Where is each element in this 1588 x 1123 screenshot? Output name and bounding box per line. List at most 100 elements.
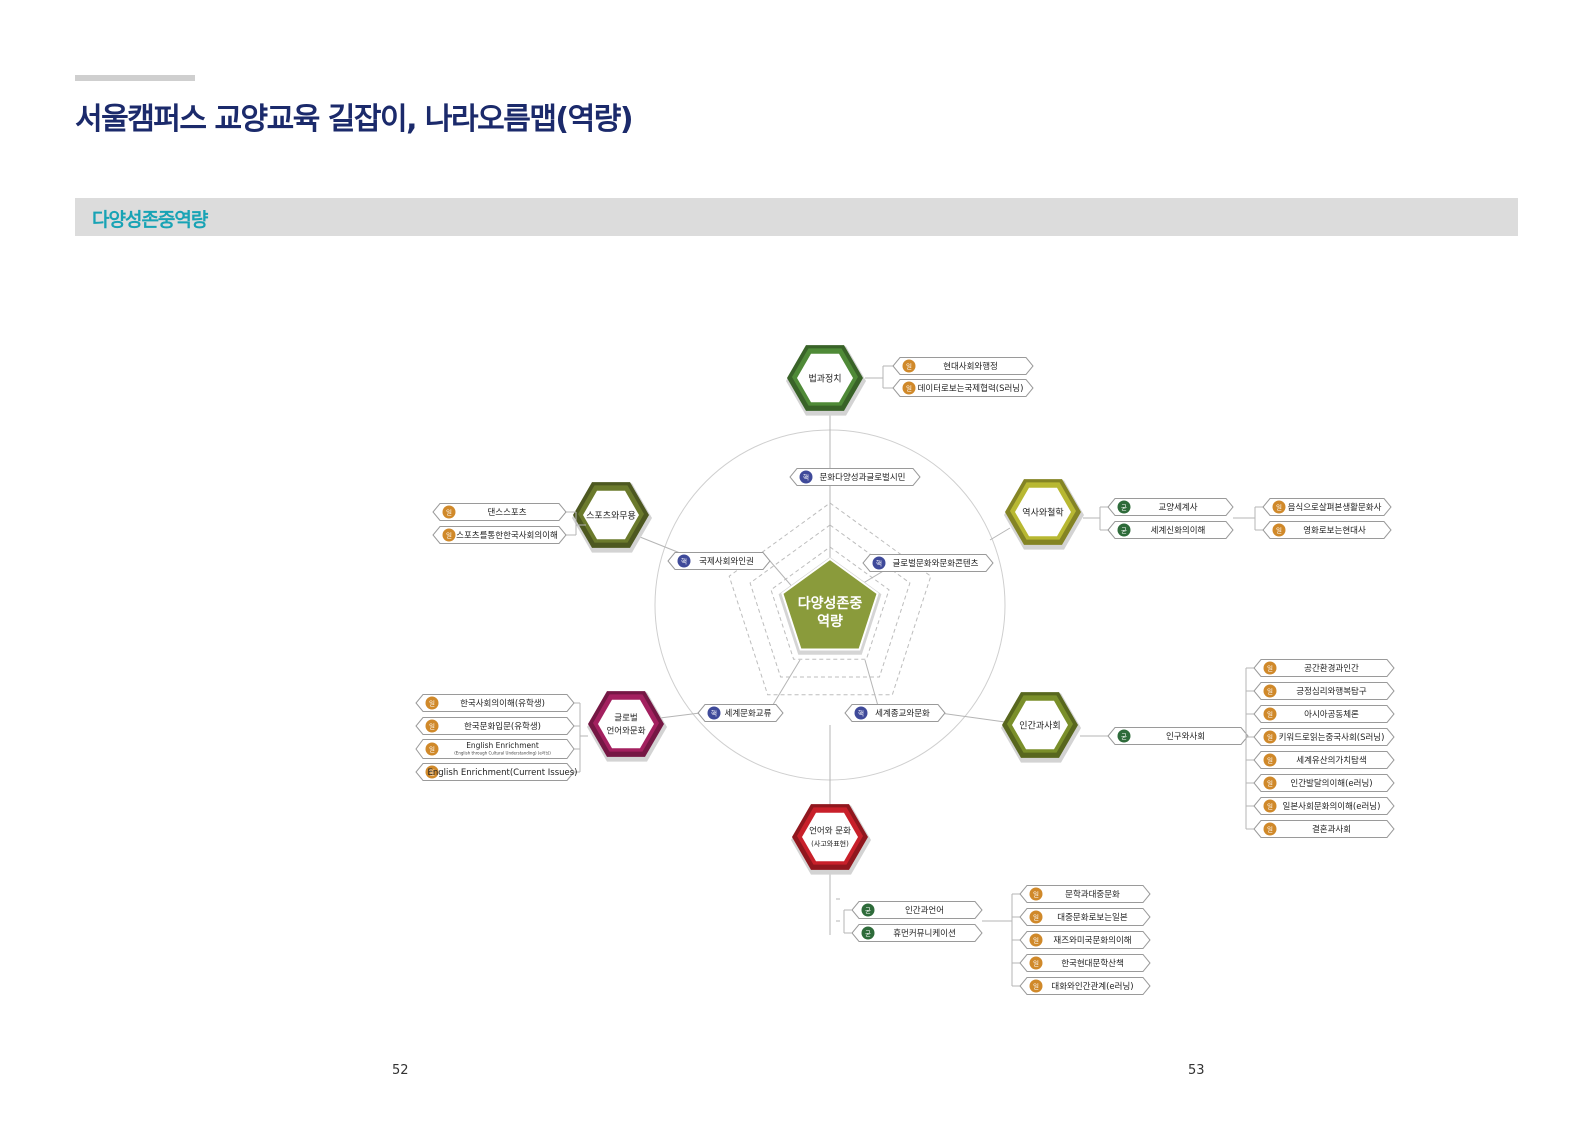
dashed-pentagon-3 (749, 524, 911, 678)
lang-core-course-2-badge-circle (861, 926, 875, 940)
competency-label-3-box (844, 704, 946, 722)
history-general-course-2-box (1262, 521, 1392, 539)
competency-label-1-badge-circle (799, 470, 813, 484)
history-general-course-1-badge: 일 (1276, 503, 1282, 512)
history-general-course-1-badge-circle (1272, 500, 1286, 514)
history-general-course-2-badge-circle (1272, 523, 1286, 537)
human-general-course-4-label: 키워드로읽는중국사회(S러닝) (1279, 732, 1385, 743)
global-course-4-box (415, 763, 575, 781)
page-title: 서울캠퍼스 교양교육 길잡이, 나라오름맵(역량) (75, 102, 634, 137)
human-general-course-5-label: 세계유산의가치탐색 (1296, 755, 1366, 766)
connector-line-6 (939, 712, 1006, 723)
human-general-course-8-label: 결혼과사회 (1312, 824, 1351, 835)
lang-general-course-5-badge-circle (1029, 979, 1043, 993)
area-hexagon-sports-label: 스포츠와무용 (586, 510, 636, 522)
global-course-2-box (415, 717, 575, 735)
competency-label-2-label: 글로벌문화와문화콘텐츠 (892, 558, 978, 569)
sports-bracket (566, 511, 577, 536)
area-hexagon-human-inner (1012, 700, 1068, 750)
human-general-course-3-badge: 일 (1267, 710, 1273, 719)
lang-core-course-1-badge: 균 (865, 907, 871, 915)
area-hexagon-global-label-line1: 글로벌 (614, 713, 638, 724)
area-hexagon-lang: 언어와 문화(사고와표현) (791, 804, 871, 875)
human-general-course-2-badge-circle (1263, 684, 1277, 698)
sports-course-1-badge-circle (442, 505, 456, 519)
competency-label-1-label: 문화다양성과글로벌시민 (819, 472, 905, 483)
lang-general-course-5-box (1019, 977, 1151, 995)
competency-label-5-badge-circle (677, 554, 691, 568)
lang-core-bracket (843, 909, 852, 934)
human-general-course-8-box (1253, 820, 1395, 838)
lang-general-course-4-box (1019, 954, 1151, 972)
history-core-course-2-badge: 균 (1121, 527, 1127, 535)
center-title-line1: 다양성존중 (798, 596, 863, 612)
global-course-3-badge: 일 (429, 745, 435, 754)
lang-core-course-2-label: 휴먼커뮤니케이션 (893, 928, 956, 939)
lang-general-course-4-label: 한국현대문학산책 (1061, 958, 1124, 969)
area-hexagon-law: 법과정치 (786, 345, 866, 416)
top-rule (75, 75, 195, 81)
lang-general-course-1-label: 문학과대중문화 (1065, 889, 1120, 900)
area-hexagon-human-label: 인간과사회 (1019, 721, 1060, 732)
history-general-course-1-label: 음식으로살펴본생활문화사 (1288, 502, 1382, 513)
lang-general-course-3-label: 재즈와미국문화의이해 (1053, 935, 1131, 946)
law-course-2-label: 데이터로보는국제협력(S러닝) (918, 383, 1024, 394)
human-general-course-3-badge-circle (1263, 707, 1277, 721)
competency-label-3-label: 세계종교와문화 (875, 708, 930, 719)
area-hexagon-human: 인간과사회 (1001, 692, 1081, 763)
area-hexagon-global-label-line2: 언어와문화 (606, 726, 645, 737)
human-general-course-3-box (1253, 705, 1395, 723)
area-hexagon-history-inner (1015, 487, 1071, 537)
area-hexagon-lang-label-line2: (사고와표현) (811, 839, 849, 848)
history-core-course-1-badge: 균 (1121, 504, 1127, 512)
lang-core-course-1-badge-circle (861, 903, 875, 917)
section-band: 다양성존중역량 (75, 198, 1518, 236)
human-general-course-2-box (1253, 682, 1395, 700)
law-course-1-badge-circle (902, 359, 916, 373)
global-course-2-badge: 일 (429, 722, 435, 731)
lang-general-course-2-box (1019, 908, 1151, 926)
history-general-course-1: 일 음식으로살펴본생활문화사 (1262, 498, 1392, 516)
sports-course-1-box (432, 503, 567, 521)
history-general-course-2-badge: 일 (1276, 526, 1282, 535)
human-general-course-4-badge: 일 (1267, 733, 1273, 742)
connector-line-10 (659, 712, 701, 719)
lang-general-course-2-badge-circle (1029, 910, 1043, 924)
history-core-bracket (1099, 506, 1108, 531)
human-general-course-6-badge: 일 (1267, 779, 1273, 788)
center-pentagon-fill (781, 557, 879, 651)
connector-line-3 (989, 527, 1011, 541)
law-course-2-box (892, 379, 1034, 397)
connector-line-12 (769, 560, 796, 591)
global-bracket (574, 702, 581, 773)
center-title-line2: 역량 (817, 613, 843, 630)
lang-general-course-1-badge-circle (1029, 887, 1043, 901)
lang-general-course-5-badge: 일 (1033, 982, 1039, 991)
lang-core-course-1: 균 인간과언어 (851, 901, 983, 919)
lang-core-course-1-label: 인간과언어 (905, 905, 944, 916)
lang-general-bracket (1011, 893, 1020, 987)
competency-label-4-label: 세계문화교류 (725, 708, 772, 719)
history-general-course-2-label: 영화로보는현대사 (1303, 525, 1366, 536)
dashed-pentagon-2 (770, 546, 890, 660)
lang-general-course-5-label: 대화와인간관계(e러닝) (1051, 981, 1133, 992)
human-general-course-5-badge-circle (1263, 753, 1277, 767)
sports-course-2-box (432, 526, 567, 544)
global-course-4-badge: 일 (429, 768, 435, 777)
law-course-2-badge-circle (902, 381, 916, 395)
